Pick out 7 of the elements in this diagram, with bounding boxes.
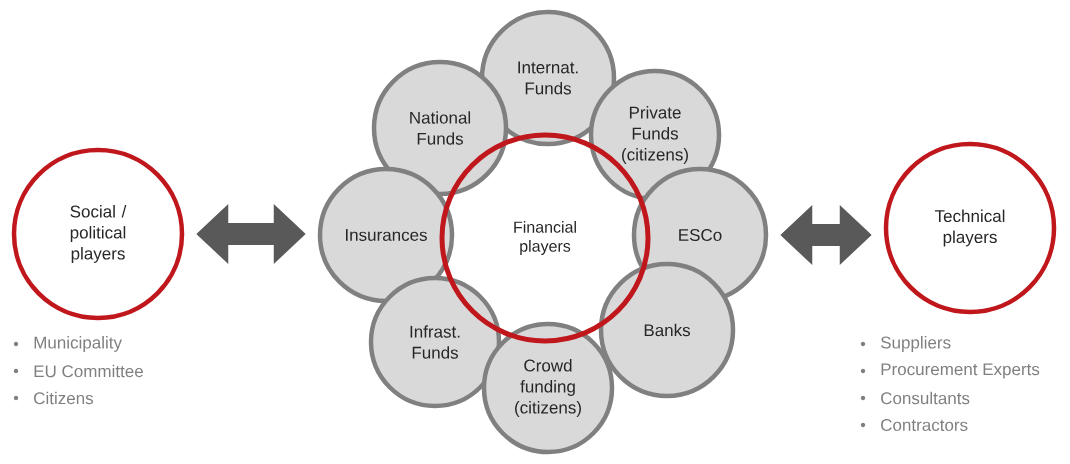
list-item: Procurement Experts (881, 363, 1040, 379)
list-item: Citizens (34, 391, 94, 405)
list-item: Municipality (34, 336, 122, 352)
list-item: EU Committee (34, 364, 143, 378)
list-item: Suppliers (881, 336, 951, 352)
list-item: Consultants (881, 391, 970, 405)
list-item: Contractors (881, 419, 968, 432)
